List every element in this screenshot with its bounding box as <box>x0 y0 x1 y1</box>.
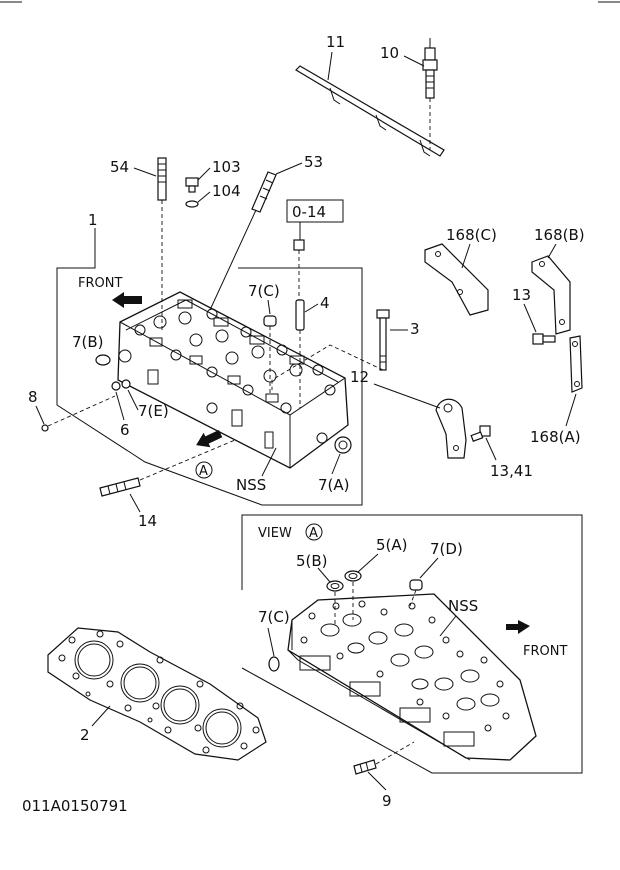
view-direction-arrow-icon <box>196 430 223 448</box>
stud-54 <box>157 157 167 330</box>
label-1: 1 <box>88 211 98 229</box>
front-arrow-view-icon <box>506 620 530 634</box>
plug-7c-top <box>263 315 277 327</box>
cylinder-head-assembly-group: FRONT A NSS 1 54 103 104 <box>28 153 420 530</box>
plug-8 <box>41 424 49 432</box>
label-3: 3 <box>410 320 420 338</box>
label-7e: 7(E) <box>138 402 169 420</box>
cylinder-head-view <box>287 593 537 761</box>
label-5b: 5(B) <box>296 552 328 570</box>
seal-5b <box>326 580 344 592</box>
label-168b: 168(B) <box>534 226 585 244</box>
bracket-168a <box>569 335 583 393</box>
plug-7d <box>409 579 423 591</box>
bracket-12 <box>435 398 467 459</box>
bracket-168c <box>424 243 489 316</box>
nss-label-top: NSS <box>236 476 266 494</box>
view-title-marker-label: A <box>309 526 318 541</box>
label-7b: 7(B) <box>72 333 104 351</box>
label-4: 4 <box>320 294 330 312</box>
label-7c-view: 7(C) <box>258 608 290 626</box>
label-53: 53 <box>304 153 323 171</box>
bolt-103 <box>185 177 199 193</box>
bolt-3 <box>376 309 390 371</box>
label-104: 104 <box>212 182 241 200</box>
label-168a: 168(A) <box>530 428 581 446</box>
plug-7b <box>95 354 111 366</box>
seal-7a <box>334 436 352 454</box>
view-title: VIEW <box>258 526 292 541</box>
label-7a: 7(A) <box>318 476 350 494</box>
front-label: FRONT <box>78 276 122 291</box>
rail-11 <box>295 65 445 157</box>
label-168c: 168(C) <box>446 226 497 244</box>
label-5a: 5(A) <box>376 536 408 554</box>
view-a-marker-label: A <box>199 464 208 479</box>
cylinder-head-body <box>117 291 352 469</box>
stud-9 <box>353 741 415 775</box>
stud-53 <box>209 171 277 311</box>
seal-5a <box>344 570 362 582</box>
label-13-41: 13,41 <box>490 462 533 480</box>
view-a-marker-icon <box>195 461 213 479</box>
label-13: 13 <box>512 286 531 304</box>
label-9: 9 <box>382 792 392 810</box>
front-arrow-icon <box>112 292 142 308</box>
bracket-168b <box>531 255 571 335</box>
label-54: 54 <box>110 158 129 176</box>
label-6: 6 <box>120 421 130 439</box>
nss-label-view: NSS <box>448 597 478 615</box>
assembly-frame <box>56 228 363 506</box>
front-label-view: FRONT <box>523 644 567 659</box>
label-14: 14 <box>138 512 157 530</box>
diagram-code: 011A0150791 <box>22 797 128 815</box>
ref-box-0-14 <box>286 199 344 223</box>
stud-14 <box>99 439 236 497</box>
view-title-marker-icon <box>305 523 323 541</box>
label-2: 2 <box>80 726 90 744</box>
head-gasket-2 <box>47 627 267 761</box>
label-11: 11 <box>326 33 345 51</box>
label-8: 8 <box>28 388 38 406</box>
label-12: 12 <box>350 368 369 386</box>
plug-0-14 <box>293 239 305 251</box>
label-103: 103 <box>212 158 241 176</box>
plug-7c-view <box>268 656 280 672</box>
view-a-group: VIEW A <box>241 514 583 810</box>
washer-104 <box>185 200 199 208</box>
bolt-13-41 <box>470 425 491 442</box>
label-7c-top: 7(C) <box>248 282 280 300</box>
plug-6 <box>111 381 121 391</box>
label-10: 10 <box>380 44 399 62</box>
dowel-4 <box>295 299 305 331</box>
label-0-14: 0-14 <box>292 203 326 221</box>
plug-7e <box>121 379 131 389</box>
view-frame <box>241 514 583 774</box>
glow-plug-10 <box>422 38 438 150</box>
label-7d: 7(D) <box>430 540 463 558</box>
bolt-13 <box>532 333 556 345</box>
